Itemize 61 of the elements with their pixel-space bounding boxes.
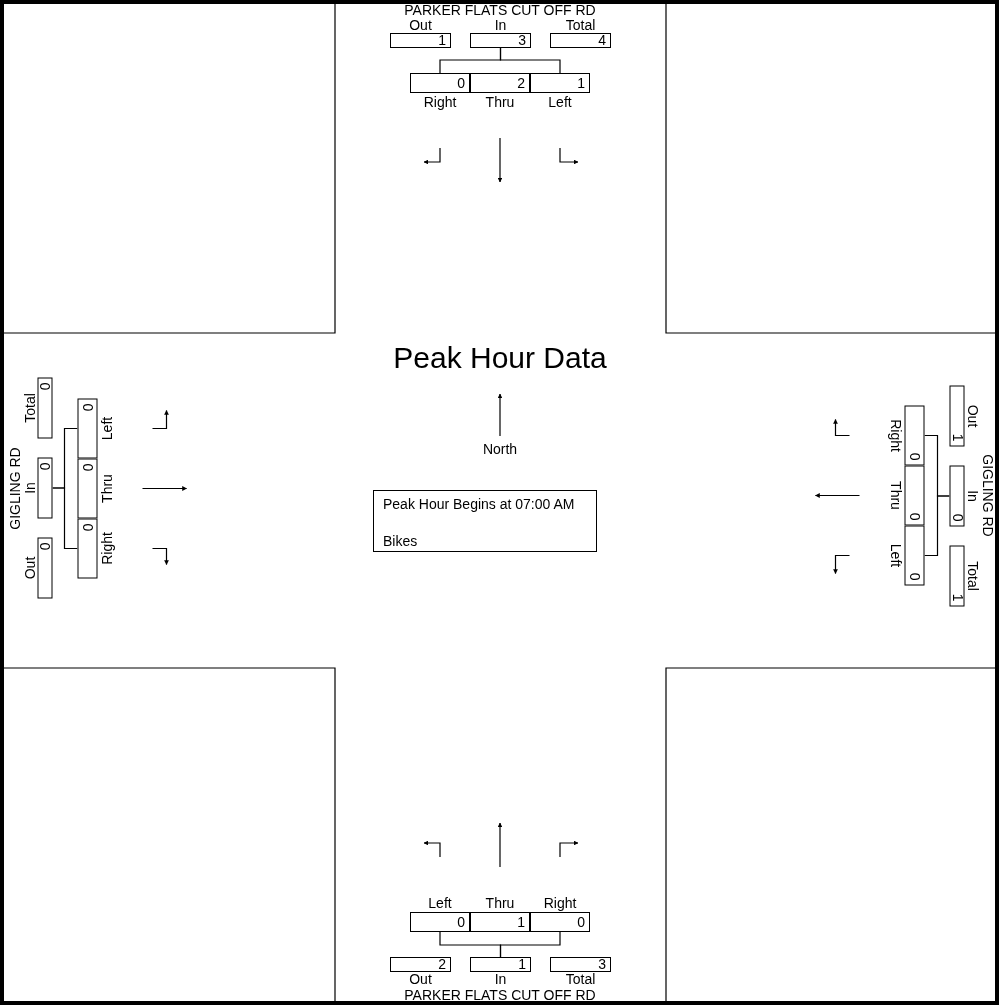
approach-label: In (22, 481, 38, 494)
street-name: GIGLING RD (979, 452, 996, 539)
connector-line (499, 931, 561, 958)
info-box (373, 490, 597, 552)
count-cell: 2 (390, 957, 451, 972)
compass-label: North (481, 441, 519, 457)
movement-label: Left (548, 93, 572, 111)
movement-label: Left (428, 894, 452, 912)
connector-line (923, 494, 951, 556)
approach-label: Out (409, 972, 432, 987)
count-cell: 1 (470, 912, 530, 932)
count-cell: 3 (550, 957, 611, 972)
count-cell: 0 (949, 465, 965, 526)
count-cell: 3 (470, 33, 531, 48)
approach-label: Total (22, 392, 38, 423)
peak-hour-text: Peak Hour Begins at 07:00 AM (383, 496, 575, 512)
count-cell: 0 (904, 525, 925, 585)
approach-label: In (494, 18, 507, 33)
connector-line (499, 47, 561, 74)
count-cell: 0 (530, 912, 590, 932)
count-cell: 0 (37, 457, 53, 518)
count-cell: 2 (470, 73, 530, 93)
street-name: GIGLING RD (6, 445, 23, 532)
approach-label: In (964, 489, 980, 502)
approach-label: Out (409, 18, 432, 33)
count-cell: 0 (410, 912, 470, 932)
count-cell: 1 (949, 385, 965, 446)
approach-label: Out (22, 556, 38, 579)
count-cell: 1 (530, 73, 590, 93)
movement-label: Thru (485, 93, 515, 111)
street-name: PARKER FLATS CUT OFF RD (403, 987, 597, 1003)
movement-label: Thru (97, 473, 116, 503)
count-cell: 1 (949, 545, 965, 606)
count-cell: 1 (470, 957, 531, 972)
diagram-title: Peak Hour Data (392, 340, 608, 376)
movement-label: Thru (485, 894, 515, 912)
movement-label: Right (543, 894, 577, 912)
vehicle-class-text: Bikes (383, 533, 418, 549)
count-cell: 1 (390, 33, 451, 48)
count-cell: 4 (550, 33, 611, 48)
count-cell: 0 (77, 398, 98, 458)
count-cell: 0 (410, 73, 470, 93)
movement-label: Left (886, 543, 905, 567)
approach-label: In (494, 972, 507, 987)
approach-label: Out (964, 404, 980, 427)
movement-label: Right (97, 531, 116, 565)
count-cell: 0 (904, 465, 925, 525)
movement-label: Thru (886, 480, 905, 510)
approach-label: Total (565, 18, 596, 33)
street-name: PARKER FLATS CUT OFF RD (403, 2, 597, 18)
count-cell: 0 (904, 405, 925, 465)
count-cell: 0 (37, 537, 53, 598)
approach-label: Total (565, 972, 596, 987)
approach-label: Total (964, 560, 980, 591)
count-cell: 0 (77, 458, 98, 518)
movement-label: Right (423, 93, 457, 111)
count-cell: 0 (37, 377, 53, 438)
movement-label: Left (97, 416, 116, 440)
connector-line (51, 427, 79, 489)
movement-label: Right (886, 418, 905, 452)
count-cell: 0 (77, 518, 98, 578)
